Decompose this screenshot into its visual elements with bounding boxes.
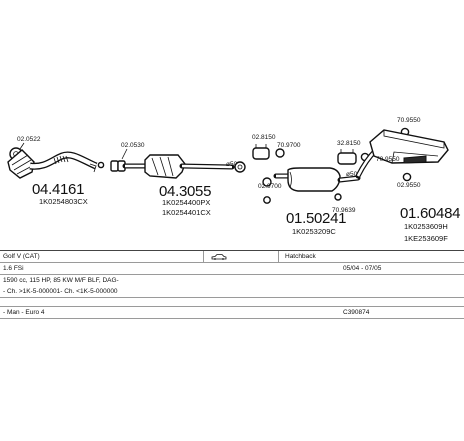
gasket-size: ø50 [346, 171, 358, 178]
info-row-chassis: - Ch. >1K-5-000001- Ch. <1K-5-000000 [0, 286, 464, 297]
info-row-transmission: - Man - Euro 4 C390874 [0, 307, 464, 318]
fitting-label: 70.9700 [277, 142, 301, 149]
gasket-size: ø50 [226, 161, 238, 168]
part-number: 04.3055 [159, 183, 211, 200]
vehicle-info-table: Golf V (CAT) Hatchback 1.6 FSi 05/04 - 0… [0, 250, 464, 319]
bolt-icon [97, 161, 105, 169]
info-row-engine: 1.6 FSi 05/04 - 07/05 [0, 263, 464, 274]
catalog-code: C390874 [343, 309, 370, 316]
clamp-label: 02.0522 [17, 136, 41, 143]
fitting-label: 70.9639 [332, 207, 356, 214]
production-dates: 05/04 - 07/05 [343, 265, 382, 272]
transmission-emission: - Man - Euro 4 [3, 309, 45, 316]
bolt-icon [262, 177, 272, 204]
front-pipe-part: 02.0522 04.4161 1K0254803CX [7, 136, 105, 206]
fitting-label: 32.8150 [337, 140, 361, 147]
clamp-icon [252, 144, 270, 160]
info-row-specs: 1590 cc, 115 HP, 85 KW M/F BLF, DAG- [0, 275, 464, 286]
gasket-icon [234, 161, 246, 173]
vehicle-model: Golf V (CAT) [3, 253, 40, 260]
fitting-label: 70.9550 [397, 117, 421, 124]
catalyst-part: 02.0530 ø50 04.3055 1K0254400PX 1K025440… [110, 142, 238, 217]
oem-number: 1K0254401CX [162, 208, 211, 217]
fitting-label: 02.9700 [258, 183, 282, 190]
car-icon [211, 254, 227, 260]
fitting-label: 70.9550 [376, 156, 400, 163]
part-number: 01.60484 [400, 205, 460, 222]
fitting-label: 02.8150 [252, 134, 276, 141]
exhaust-system-diagram: 02.0522 04.4161 1K0254803CX 02.0530 ø50 … [7, 117, 460, 243]
clamp-icon [337, 149, 357, 165]
rubber-hanger-icon [275, 148, 285, 158]
oem-number: 1K0253209C [292, 227, 336, 236]
body-type: Hatchback [285, 253, 316, 260]
oem-number: 1KE253609F [404, 234, 448, 243]
middle-silencer-part: 02.8150 70.9700 02.9700 70.9639 01.50241… [234, 134, 361, 236]
bolt-icon [334, 193, 342, 201]
part-number: 01.50241 [286, 210, 346, 227]
oem-number: 1K0253609H [404, 222, 448, 231]
fitting-label: 02.9550 [397, 182, 421, 189]
oem-number: 1K0254400PX [162, 198, 210, 207]
clamp-icon [110, 160, 126, 172]
engine: 1.6 FSi [3, 265, 24, 272]
engine-specs: 1590 cc, 115 HP, 85 KW M/F BLF, DAG- [3, 277, 119, 284]
rear-silencer-part: 70.9550 32.8150 70.9550 02.9550 ø50 01.6… [337, 117, 460, 243]
clamp-label: 02.0530 [121, 142, 145, 149]
info-row-model: Golf V (CAT) Hatchback [0, 251, 464, 262]
part-number: 04.4161 [32, 181, 84, 198]
oem-number: 1K0254803CX [39, 197, 88, 206]
chassis-range: - Ch. >1K-5-000001- Ch. <1K-5-000000 [3, 288, 118, 295]
